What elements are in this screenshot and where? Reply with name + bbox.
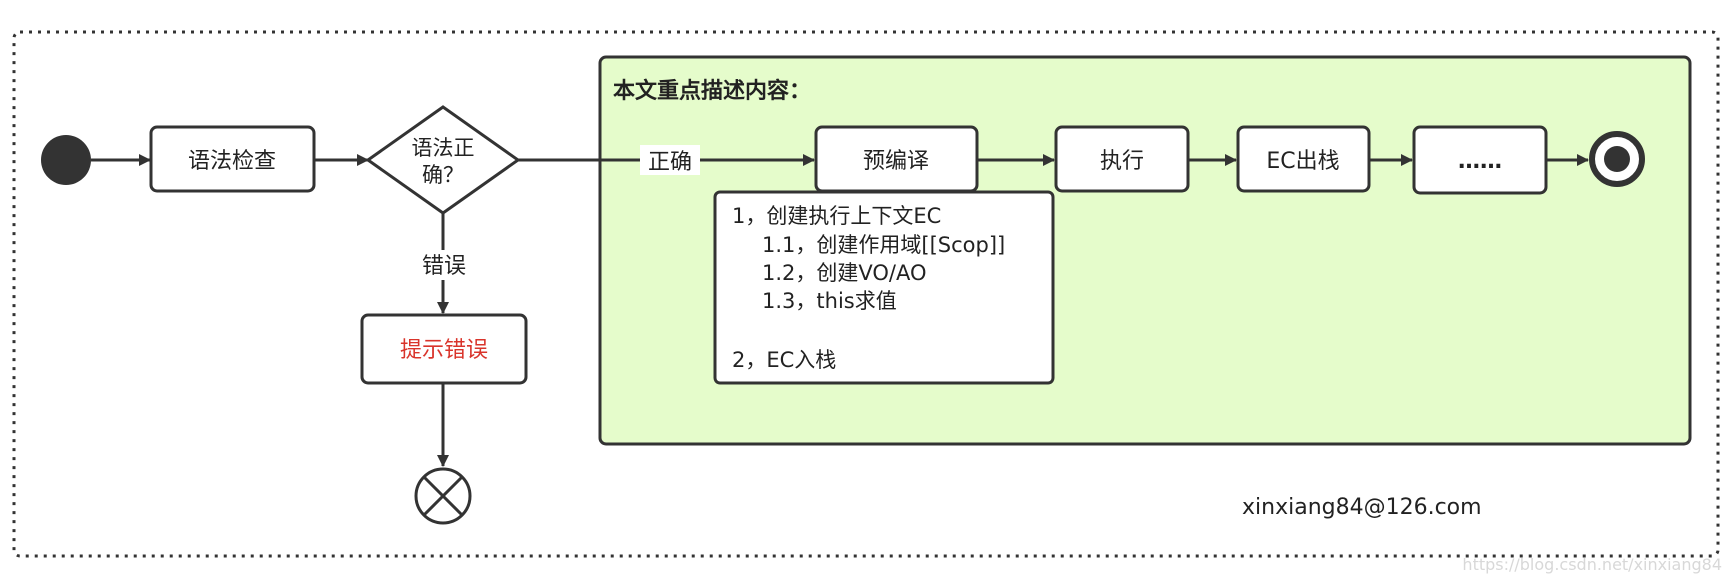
flow-final-cross-2: [422, 475, 464, 517]
panel-title: 本文重点描述内容：: [613, 78, 811, 104]
start-node: [41, 135, 91, 185]
note-box: [713, 190, 1055, 385]
edge-label-correct: 正确: [648, 150, 692, 175]
edge-label-correct-bg: [640, 145, 700, 175]
decision-label-line1: 语法正: [412, 136, 475, 160]
node-prompt-error-label: 提示错误: [400, 338, 488, 363]
outer-frame: [12, 30, 1720, 558]
note-line-3: 1.2，创建VO/AO: [762, 261, 927, 285]
node-syntax-check: [149, 125, 316, 193]
edge-label-error-bg: [418, 250, 470, 280]
node-more-label: ……: [1458, 149, 1502, 174]
node-syntax-check-label: 语法检查: [188, 149, 276, 174]
node-execute-label: 执行: [1100, 149, 1144, 174]
node-more: [1412, 125, 1548, 195]
decision-diamond: [365, 105, 521, 215]
decision-label-line2: 确？: [422, 163, 464, 187]
note-line-2: 1.1，创建作用域[[Scop]]: [762, 233, 1005, 257]
edge-label-error: 错误: [422, 254, 466, 279]
node-execute: [1054, 125, 1190, 193]
end-node-inner: [1604, 146, 1630, 172]
watermark: https://blog.csdn.net/xinxiang84: [1462, 555, 1722, 574]
node-ec-pop-label: EC出栈: [1266, 149, 1339, 174]
node-ec-pop: [1236, 125, 1371, 193]
note-line-4: 1.3，this求值: [762, 289, 897, 313]
author-email: xinxiang84@126.com: [1242, 495, 1482, 520]
note-line-5: 2，EC入栈: [732, 348, 836, 372]
node-prompt-error: [360, 313, 528, 385]
note-line-1: 1，创建执行上下文EC: [732, 204, 941, 228]
node-precompile-label: 预编译: [863, 149, 929, 174]
